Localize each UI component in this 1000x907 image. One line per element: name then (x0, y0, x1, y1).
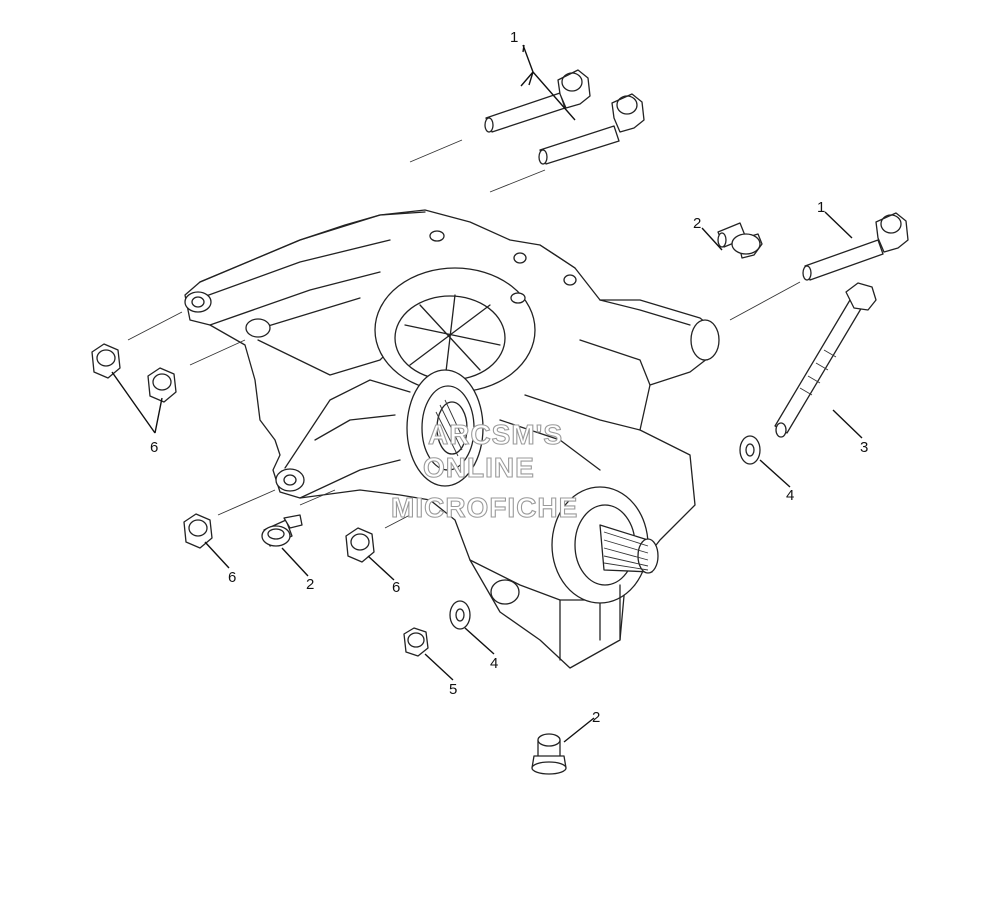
callout-1-top: 1 (510, 29, 518, 46)
watermark-line-3: MICROFICHE (391, 492, 578, 523)
flange-bolt-upper (717, 222, 763, 259)
nut-lower-left (183, 513, 213, 549)
flange-bolt-lower (531, 733, 567, 775)
leader-lines (111, 44, 863, 743)
watermark-line-2: ONLINE (423, 452, 535, 483)
gearcase-housing (184, 209, 720, 669)
nut-upper-left-a (91, 343, 121, 379)
callout-1-right: 1 (817, 199, 825, 216)
bolt-item-3 (774, 282, 877, 438)
nut-lower-middle (345, 527, 375, 563)
nut-upper-left-b (147, 367, 177, 403)
callout-5: 5 (449, 681, 457, 698)
callout-4-lower: 4 (490, 655, 498, 672)
callout-4-right: 4 (786, 487, 794, 504)
long-bolt-upper-left (484, 69, 591, 133)
callout-2-lower: 2 (592, 709, 600, 726)
callout-labels: 1 1 2 2 2 3 4 4 5 6 6 6 (150, 29, 868, 726)
long-bolt-right (802, 212, 909, 281)
callout-6-lower-middle: 6 (392, 579, 400, 596)
washer-right (739, 435, 761, 465)
alignment-lines (127, 139, 801, 529)
callout-6-lower-left: 6 (228, 569, 236, 586)
callout-2-upper: 2 (693, 215, 701, 232)
watermark-line-1: ARCSM'S (428, 419, 563, 450)
callout-3: 3 (860, 439, 868, 456)
watermark: ARCSM'S ONLINE MICROFICHE (390, 418, 578, 523)
nut-item-5 (403, 627, 429, 657)
flange-bolt-left (261, 514, 303, 547)
washer-lower (449, 600, 471, 630)
callout-6-left: 6 (150, 439, 158, 456)
callout-2-left: 2 (306, 576, 314, 593)
long-bolt-upper-right (538, 93, 645, 165)
